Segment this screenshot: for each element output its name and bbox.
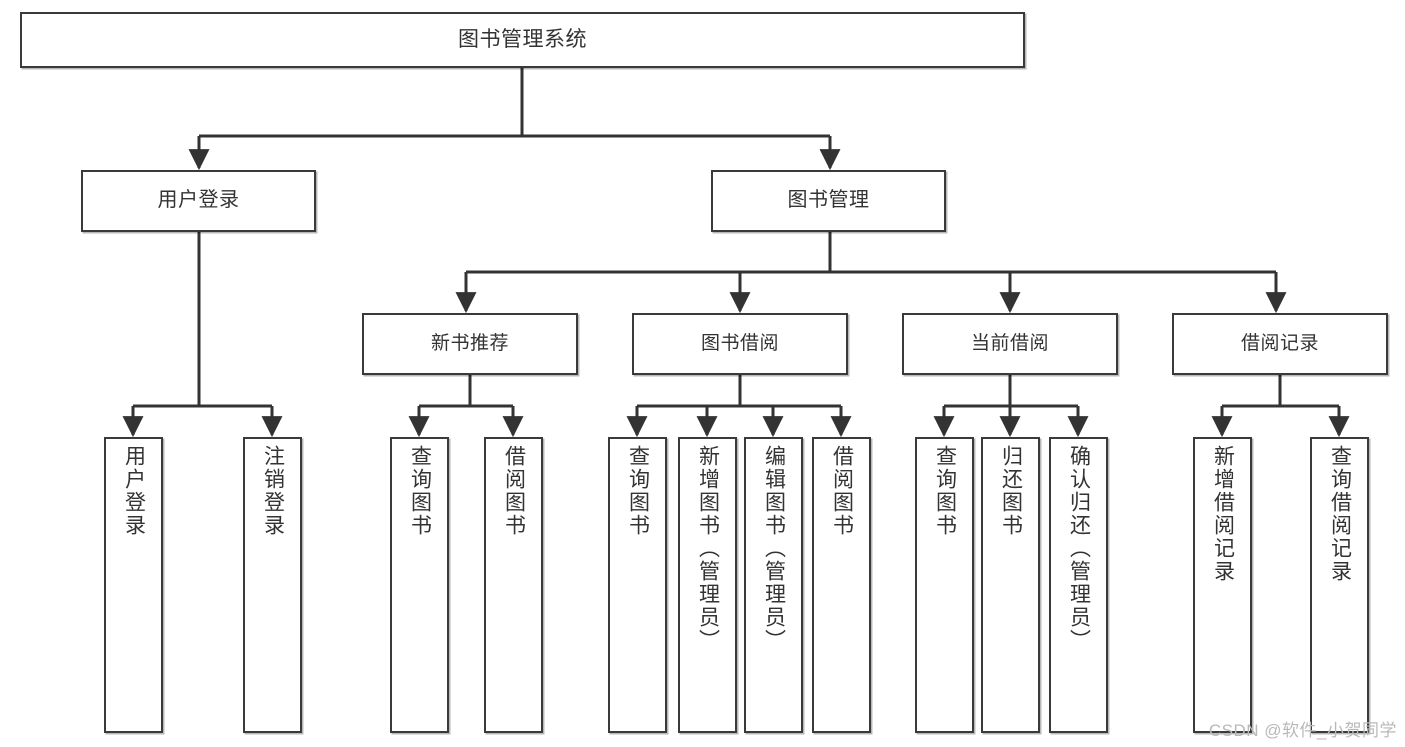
node-leaf-current-borrow-3[interactable]: 确认归还（管理员） — [1049, 437, 1108, 733]
node-current-borrow[interactable]: 当前借阅 — [902, 313, 1118, 375]
node-label: 借阅记录 — [1240, 332, 1319, 354]
node-label: 确认归还（管理员） — [1067, 445, 1091, 652]
node-label: 查询图书 — [626, 445, 650, 537]
node-borrow-record[interactable]: 借阅记录 — [1172, 313, 1388, 375]
node-label: 图书借阅 — [700, 332, 779, 354]
node-label: 查询图书 — [933, 445, 957, 537]
node-leaf-user-login-1[interactable]: 用户登录 — [104, 437, 163, 733]
node-leaf-borrow-record-1[interactable]: 新增借阅记录 — [1193, 437, 1252, 733]
node-label: 归还图书 — [999, 445, 1023, 537]
node-label: 编辑图书（管理员） — [762, 445, 786, 652]
node-leaf-current-borrow-1[interactable]: 查询图书 — [915, 437, 974, 733]
node-label: 当前借阅 — [970, 332, 1049, 354]
node-label: 新书推荐 — [430, 332, 509, 354]
node-label: 注销登录 — [261, 445, 285, 537]
node-label: 借阅图书 — [502, 445, 526, 537]
node-leaf-current-borrow-2[interactable]: 归还图书 — [981, 437, 1040, 733]
node-user-login[interactable]: 用户登录 — [81, 170, 316, 232]
node-leaf-new-book-1[interactable]: 查询图书 — [390, 437, 449, 733]
node-label: 查询借阅记录 — [1328, 445, 1352, 583]
node-leaf-new-book-2[interactable]: 借阅图书 — [484, 437, 543, 733]
node-label: 新增借阅记录 — [1211, 445, 1235, 583]
node-leaf-book-borrow-1[interactable]: 查询图书 — [608, 437, 667, 733]
node-label: 用户登录 — [122, 445, 146, 537]
node-label: 图书管理 — [787, 189, 870, 212]
node-root-book-management-system[interactable]: 图书管理系统 — [20, 12, 1025, 68]
node-new-book-recommend[interactable]: 新书推荐 — [362, 313, 578, 375]
node-leaf-book-borrow-2[interactable]: 新增图书（管理员） — [678, 437, 737, 733]
watermark-text: CSDN @软件_小贺同学 — [1208, 721, 1397, 740]
node-book-borrow[interactable]: 图书借阅 — [632, 313, 848, 375]
node-leaf-borrow-record-2[interactable]: 查询借阅记录 — [1310, 437, 1369, 733]
node-label: 图书管理系统 — [458, 27, 587, 51]
node-book-management[interactable]: 图书管理 — [711, 170, 946, 232]
node-label: 查询图书 — [408, 445, 432, 537]
node-label: 借阅图书 — [830, 445, 854, 537]
node-leaf-book-borrow-4[interactable]: 借阅图书 — [812, 437, 871, 733]
node-leaf-book-borrow-3[interactable]: 编辑图书（管理员） — [744, 437, 803, 733]
node-label: 新增图书（管理员） — [696, 445, 720, 652]
node-label: 用户登录 — [157, 189, 240, 212]
node-leaf-user-login-2[interactable]: 注销登录 — [243, 437, 302, 733]
